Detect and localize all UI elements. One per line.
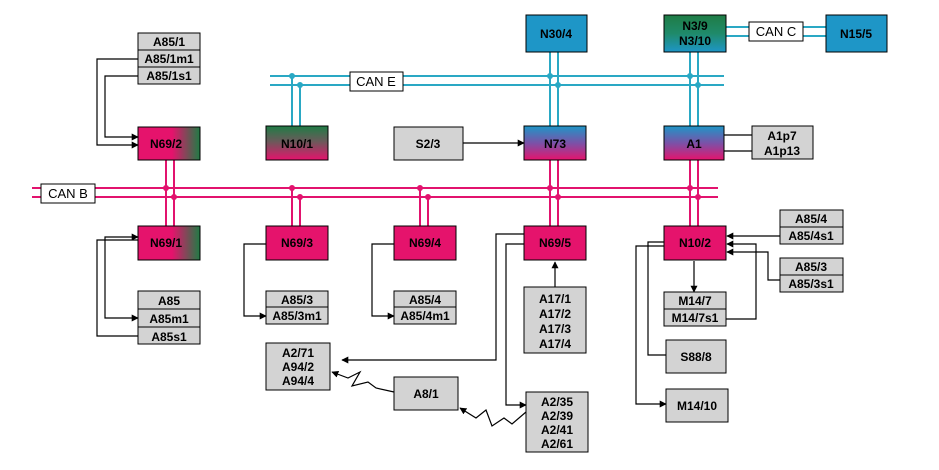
can-e-drops xyxy=(291,52,699,126)
unit-n69-1: N69/1 xyxy=(137,225,201,261)
group-a85-4-right: A85/4 A85/4s1 xyxy=(779,209,844,245)
a85-line-1: A85 xyxy=(158,294,180,308)
unit-s2-3: S2/3 xyxy=(393,126,464,161)
a85-4-right-line-2: A85/4s1 xyxy=(788,229,834,243)
unit-n69-5: N69/5 xyxy=(523,225,587,261)
group-s88-8: S88/8 xyxy=(665,339,727,374)
s88-8-label: S88/8 xyxy=(680,350,712,364)
can-b-bus-lines xyxy=(32,187,718,198)
unit-n69-2-label: N69/2 xyxy=(150,137,182,151)
unit-n69-4-label: N69/4 xyxy=(409,236,441,250)
unit-n15-5-label: N15/5 xyxy=(840,27,872,41)
a17-line-1: A17/1 xyxy=(539,292,571,306)
unit-n73: N73 xyxy=(523,125,587,161)
unit-n3-line-2: N3/10 xyxy=(679,34,711,48)
a85-1-line-1: A85/1 xyxy=(153,35,185,49)
a17-line-2: A17/2 xyxy=(539,307,571,321)
a85-4-right-line-1: A85/4 xyxy=(795,212,827,226)
a2-71-line-3: A94/4 xyxy=(282,374,314,388)
group-a2-35: A2/35 A2/39 A2/41 A2/61 xyxy=(525,391,589,453)
unit-n3: N3/9 N3/10 xyxy=(663,14,727,53)
a2-71-line-1: A2/71 xyxy=(282,346,314,360)
a2-35-line-4: A2/61 xyxy=(541,437,573,451)
can-c-label: CAN C xyxy=(748,21,804,42)
a85-1-line-2: A85/1m1 xyxy=(144,52,194,66)
m14-7-line-1: M14/7 xyxy=(678,294,712,308)
group-m14-7: M14/7 M14/7s1 xyxy=(663,291,727,327)
unit-n30-4: N30/4 xyxy=(525,14,588,53)
unit-n10-2-label: N10/2 xyxy=(679,236,711,250)
can-e-junctions xyxy=(289,73,701,88)
group-a2-71: A2/71 A94/2 A94/4 xyxy=(265,342,331,391)
a85-3-left-line-2: A85/3m1 xyxy=(272,309,322,323)
a2-71-line-2: A94/2 xyxy=(282,360,314,374)
unit-a1p-line-2: A1p13 xyxy=(764,144,800,158)
group-a8-1: A8/1 xyxy=(393,376,459,411)
unit-n69-1-label: N69/1 xyxy=(150,236,182,250)
unit-a1-label: A1 xyxy=(686,137,702,151)
unit-n69-5-label: N69/5 xyxy=(539,236,571,250)
can-c-label-text: CAN C xyxy=(756,24,796,39)
a85-1-line-3: A85/1s1 xyxy=(146,69,192,83)
a85-4-left-line-1: A85/4 xyxy=(409,293,441,307)
unit-n3-line-1: N3/9 xyxy=(682,19,708,33)
unit-n10-2: N10/2 xyxy=(663,225,727,261)
unit-n69-3: N69/3 xyxy=(265,225,329,261)
a85-3-right-line-2: A85/3s1 xyxy=(788,277,834,291)
can-b-label: CAN B xyxy=(40,183,96,204)
group-a17: A17/1 A17/2 A17/3 A17/4 xyxy=(523,286,587,354)
a17-line-3: A17/3 xyxy=(539,322,571,336)
a2-35-line-2: A2/39 xyxy=(541,409,573,423)
m14-10-label: M14/10 xyxy=(677,399,717,413)
group-m14-10: M14/10 xyxy=(665,388,729,423)
unit-a1p-line-1: A1p7 xyxy=(767,129,797,143)
can-e-label-text: CAN E xyxy=(356,74,396,89)
unit-n69-3-label: N69/3 xyxy=(281,236,313,250)
can-e-label: CAN E xyxy=(349,71,404,92)
group-a85: A85 A85m1 A85s1 xyxy=(137,290,201,345)
unit-n10-1-label: N10/1 xyxy=(281,137,313,151)
unit-n69-2: N69/2 xyxy=(137,126,201,161)
unit-n15-5: N15/5 xyxy=(825,14,888,53)
can-b-drops xyxy=(165,160,699,226)
unit-a1p: A1p7 A1p13 xyxy=(751,125,814,160)
can-b-junctions xyxy=(163,185,701,200)
a17-line-4: A17/4 xyxy=(539,337,571,351)
unit-n73-label: N73 xyxy=(544,137,566,151)
can-e-bus-lines xyxy=(270,75,724,86)
unit-a1: A1 xyxy=(663,125,725,161)
unit-n69-4: N69/4 xyxy=(393,225,457,261)
unit-n10-1: N10/1 xyxy=(265,125,329,161)
a8-1-label: A8/1 xyxy=(413,387,439,401)
unit-s2-3-label: S2/3 xyxy=(416,137,441,151)
a85-line-3: A85s1 xyxy=(151,330,187,344)
a85-line-2: A85m1 xyxy=(149,312,189,326)
group-a85-1: A85/1 A85/1m1 A85/1s1 xyxy=(137,32,201,85)
group-a85-3-right: A85/3 A85/3s1 xyxy=(779,257,844,293)
unit-n30-4-label: N30/4 xyxy=(540,27,572,41)
a85-3-right-line-1: A85/3 xyxy=(795,260,827,274)
can-b-label-text: CAN B xyxy=(48,186,88,201)
a2-35-line-1: A2/35 xyxy=(541,395,573,409)
m14-7-line-2: M14/7s1 xyxy=(672,311,719,325)
a85-4-left-line-2: A85/4m1 xyxy=(400,309,450,323)
group-a85-4-left: A85/4 A85/4m1 xyxy=(393,290,457,325)
a2-35-line-3: A2/41 xyxy=(541,423,573,437)
group-a85-3-left: A85/3 A85/3m1 xyxy=(265,290,329,325)
connector-lines xyxy=(96,58,780,427)
a85-3-left-line-1: A85/3 xyxy=(281,293,313,307)
